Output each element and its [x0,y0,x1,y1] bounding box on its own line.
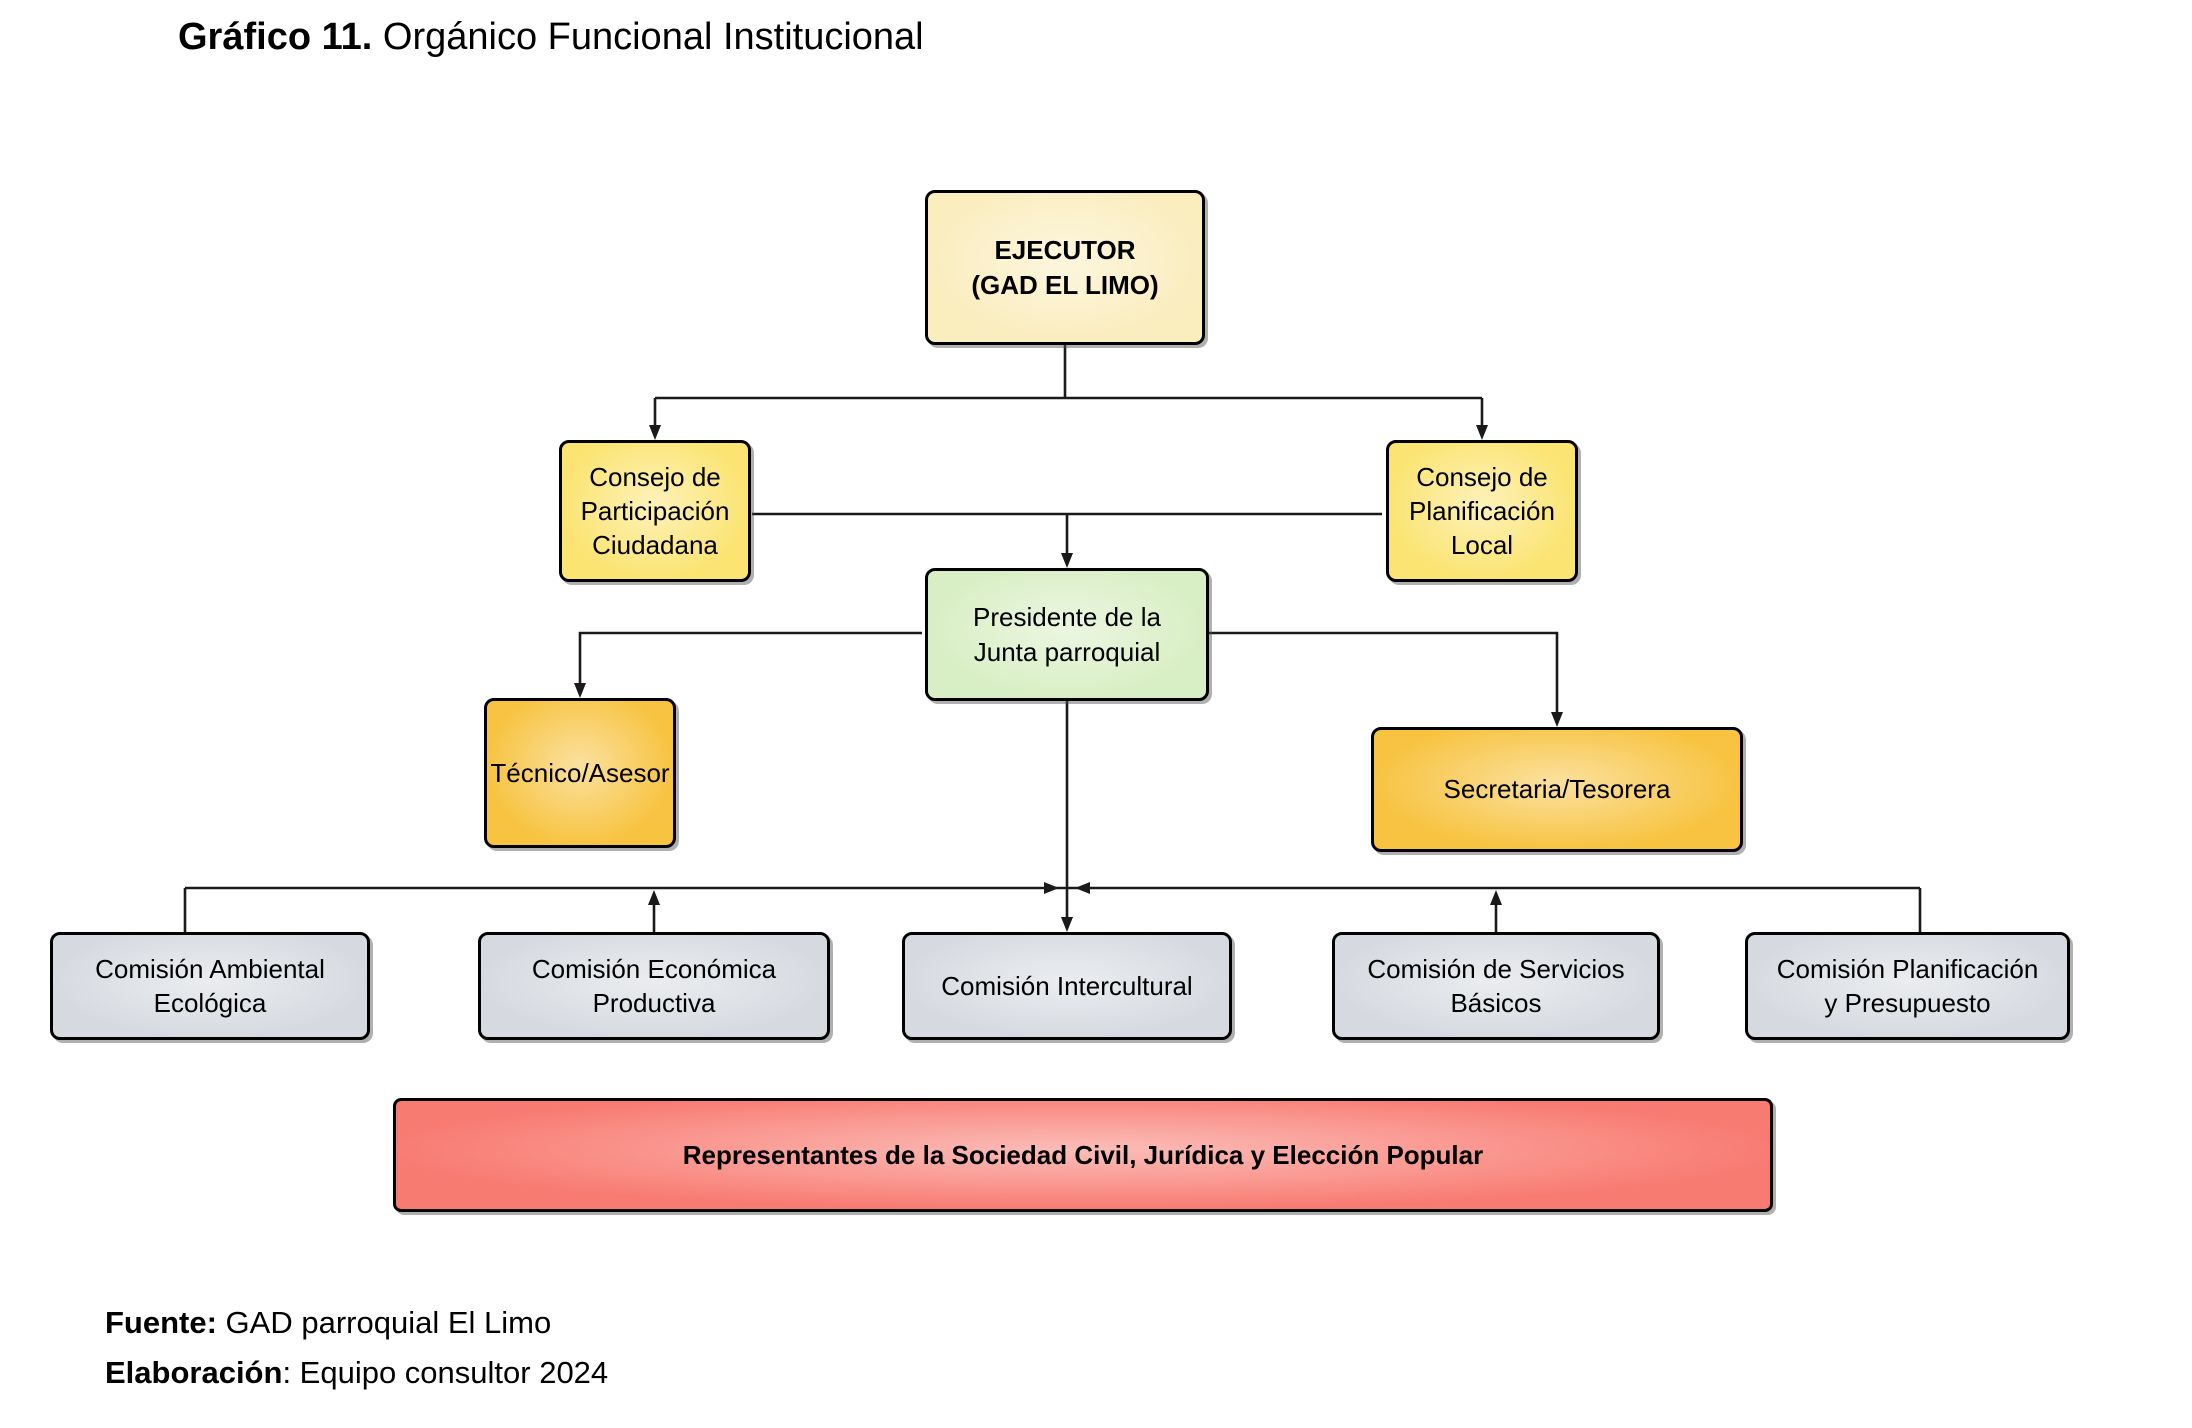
org-node-comision-planificacion-label: Comisión Planificación y Presupuesto [1776,953,2039,1018]
org-node-comision-intercultural-label: Comisión Intercultural [941,970,1193,1001]
org-node-representantes: Representantes de la Sociedad Civil, Jur… [393,1098,1773,1212]
org-node-comision-economica: Comisión Económica Productiva [478,932,830,1040]
org-node-comision-ambiental: Comisión Ambiental Ecológica [50,932,370,1040]
page-title: Gráfico 11. Orgánico Funcional Instituci… [178,16,924,59]
org-node-presidente: Presidente de la Junta parroquial [925,568,1209,701]
connector-arrowheads [574,425,1563,932]
org-node-ejecutor-label: EJECUTOR (GAD EL LIMO) [971,235,1159,300]
figure-footer: Fuente: GAD parroquial El Limo Elaboraci… [105,1298,608,1397]
footer-fuente: Fuente: GAD parroquial El Limo [105,1298,608,1348]
org-node-secretaria-tesorera-label: Secretaria/Tesorera [1443,774,1671,805]
footer-fuente-label: Fuente: [105,1305,217,1340]
org-node-secretaria-tesorera: Secretaria/Tesorera [1371,727,1743,852]
org-node-ejecutor: EJECUTOR (GAD EL LIMO) [925,190,1205,345]
footer-elaboracion: Elaboración: Equipo consultor 2024 [105,1348,608,1398]
org-node-comision-ambiental-label: Comisión Ambiental Ecológica [95,953,325,1018]
footer-elaboracion-label: Elaboración [105,1354,283,1390]
org-node-comision-servicios: Comisión de Servicios Básicos [1332,932,1660,1040]
org-node-comision-planificacion: Comisión Planificación y Presupuesto [1745,932,2070,1040]
footer-fuente-value: GAD parroquial El Limo [216,1305,552,1340]
org-node-comision-intercultural: Comisión Intercultural [902,932,1232,1040]
footer-elaboracion-value: : Equipo consultor 2024 [282,1354,609,1390]
org-node-comision-servicios-label: Comisión de Servicios Básicos [1367,953,1625,1018]
org-node-tecnico-asesor: Técnico/Asesor [484,698,676,848]
org-node-consejo-planificacion-label: Consejo de Planificación Local [1409,461,1555,561]
org-node-presidente-label: Presidente de la Junta parroquial [973,602,1161,667]
org-node-representantes-label: Representantes de la Sociedad Civil, Jur… [682,1139,1484,1170]
org-node-consejo-participacion: Consejo de Participación Ciudadana [559,440,751,582]
title-prefix: Gráfico 11. [178,16,373,58]
org-node-comision-economica-label: Comisión Económica Productiva [531,953,777,1018]
org-node-consejo-planificacion: Consejo de Planificación Local [1386,440,1578,582]
title-text: Orgánico Funcional Institucional [372,16,924,58]
org-node-consejo-participacion-label: Consejo de Participación Ciudadana [580,461,730,561]
org-node-tecnico-asesor-label: Técnico/Asesor [490,757,670,788]
